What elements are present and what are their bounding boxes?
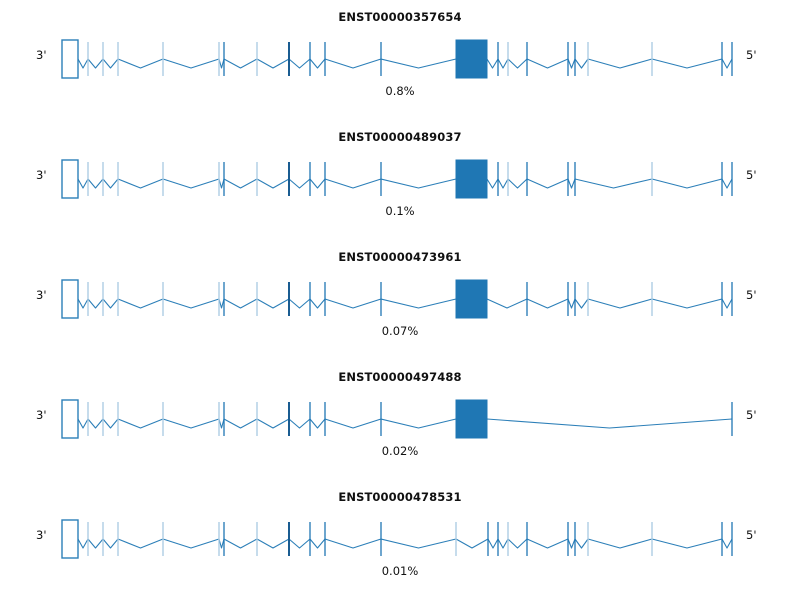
transcript-track bbox=[61, 39, 733, 79]
transcript-percent-label: 0.1% bbox=[385, 204, 415, 218]
intron-line bbox=[77, 178, 733, 189]
transcript-row: ENST00000473961 3' 5' 0.07% bbox=[0, 240, 800, 360]
transcript-row: ENST00000497488 3' 5' 0.02% bbox=[0, 360, 800, 480]
transcript-title: ENST00000473961 bbox=[338, 250, 462, 264]
transcript-track bbox=[61, 399, 733, 439]
three-prime-label: 3' bbox=[36, 408, 47, 422]
transcript-row: ENST00000478531 3' 5' 0.01% bbox=[0, 480, 800, 600]
transcript-row: ENST00000489037 3' 5' 0.1% bbox=[0, 120, 800, 240]
transcript-row: ENST00000357654 3' 5' 0.8% bbox=[0, 0, 800, 120]
major-exon-box bbox=[455, 399, 488, 439]
three-prime-label: 3' bbox=[36, 168, 47, 182]
five-prime-label: 5' bbox=[746, 288, 757, 302]
major-exon-box bbox=[455, 39, 488, 79]
major-exon-box bbox=[455, 279, 488, 319]
five-prime-label: 5' bbox=[746, 48, 757, 62]
three-prime-label: 3' bbox=[36, 528, 47, 542]
transcript-percent-label: 0.02% bbox=[381, 444, 419, 458]
intron-line bbox=[77, 298, 733, 309]
transcript-percent-label: 0.8% bbox=[385, 84, 415, 98]
five-prime-label: 5' bbox=[746, 528, 757, 542]
transcript-title: ENST00000357654 bbox=[338, 10, 462, 24]
transcript-title: ENST00000478531 bbox=[338, 490, 462, 504]
five-prime-label: 5' bbox=[746, 168, 757, 182]
transcript-percent-label: 0.01% bbox=[381, 564, 419, 578]
three-prime-label: 3' bbox=[36, 48, 47, 62]
intron-line bbox=[77, 538, 733, 549]
utr-box bbox=[61, 279, 79, 319]
transcript-track bbox=[61, 159, 733, 199]
five-prime-label: 5' bbox=[746, 408, 757, 422]
major-exon-box bbox=[455, 159, 488, 199]
transcript-percent-label: 0.07% bbox=[381, 324, 419, 338]
transcript-track bbox=[61, 279, 733, 319]
three-prime-label: 3' bbox=[36, 288, 47, 302]
transcript-title: ENST00000497488 bbox=[338, 370, 462, 384]
intron-line bbox=[77, 418, 733, 429]
transcript-track bbox=[61, 519, 733, 559]
utr-box bbox=[61, 519, 79, 559]
transcript-title: ENST00000489037 bbox=[338, 130, 462, 144]
utr-box bbox=[61, 399, 79, 439]
intron-line bbox=[77, 58, 733, 69]
utr-box bbox=[61, 159, 79, 199]
utr-box bbox=[61, 39, 79, 79]
